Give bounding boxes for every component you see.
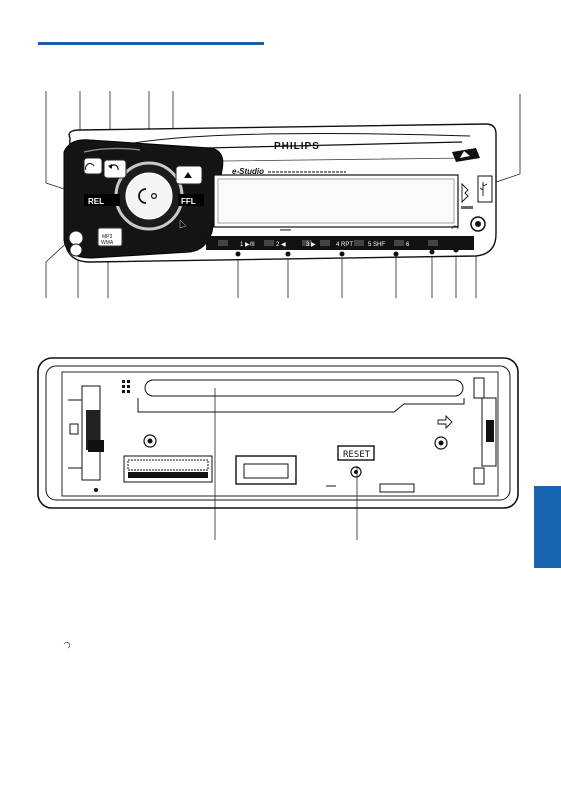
usb-icon xyxy=(479,182,488,196)
arrow-right-icon xyxy=(437,414,453,430)
vent-grid xyxy=(122,380,130,393)
language-side-tab xyxy=(534,486,561,568)
chassis-view: RESET xyxy=(37,357,519,540)
eject-up-icon xyxy=(184,172,192,178)
preset-buttons xyxy=(218,240,438,246)
svg-text:3 ▶: 3 ▶ xyxy=(306,242,316,248)
ffl-label: FFL xyxy=(181,197,196,206)
wma-label: WMA xyxy=(101,240,114,246)
reset-label: RESET xyxy=(343,450,371,460)
bluetooth-icon xyxy=(461,182,469,204)
brand-logo: PHILIPS xyxy=(274,141,320,152)
mp3-label: MP3 xyxy=(102,234,113,240)
svg-text:4 RPT: 4 RPT xyxy=(336,242,353,248)
section-title-rule xyxy=(38,42,264,45)
svg-text:━━━: ━━━ xyxy=(279,228,291,234)
preset-labels: 1 ▶/II 2 ◀ 3 ▶ 4 RPT 5 SHF 6 xyxy=(240,242,410,248)
svg-text:2 ◀: 2 ◀ xyxy=(276,242,286,248)
svg-text:1 ▶/II: 1 ▶/II xyxy=(240,242,255,248)
svg-text:5 SHF: 5 SHF xyxy=(368,242,385,248)
rel-label: REL xyxy=(88,197,104,206)
page-mark xyxy=(63,641,71,649)
power-icon xyxy=(85,163,95,171)
studio-logo: e-Studio xyxy=(232,167,264,176)
front-panel: REL FFL MP3 WMA e-Studio PHILIPS xyxy=(45,91,521,298)
preset-dots xyxy=(235,247,459,257)
svg-text:6: 6 xyxy=(406,242,410,248)
